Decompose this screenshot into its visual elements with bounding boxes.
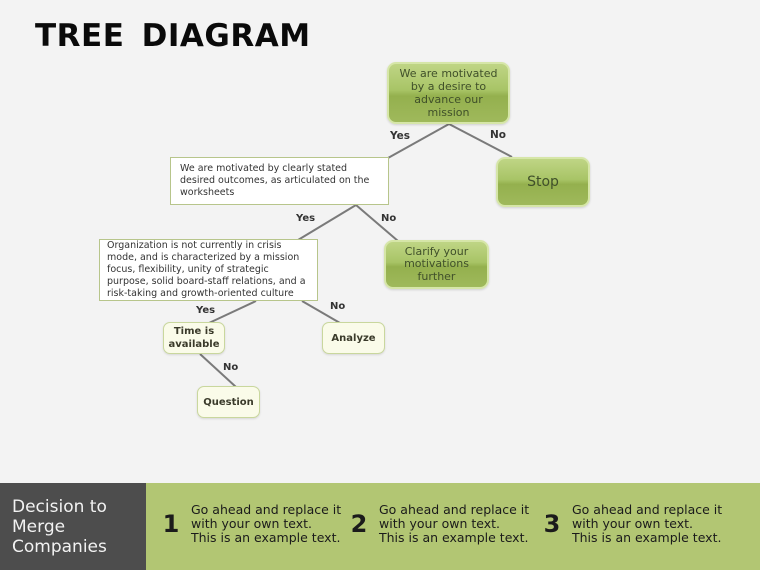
node-root-label: We are motivated by a desire to advance …	[399, 67, 498, 119]
node-stop-label: Stop	[527, 174, 559, 190]
edge-label-root-no: No	[490, 129, 507, 141]
footer-heading: Decision to Merge Companies	[0, 483, 146, 570]
node-organization: Organization is not currently in crisis …	[99, 239, 318, 301]
footer-step-3: 3 Go ahead and replace it with your own …	[539, 502, 723, 545]
node-outcomes: We are motivated by clearly stated desir…	[170, 157, 389, 205]
edge-org-yes	[208, 300, 257, 324]
edge-label-outcomes-no: No	[381, 213, 397, 224]
node-root: We are motivated by a desire to advance …	[387, 62, 510, 124]
edge-time-no	[199, 353, 237, 388]
edge-outcomes-yes	[297, 204, 357, 241]
node-analyze-label: Analyze	[331, 332, 376, 344]
step-number: 2	[350, 510, 368, 538]
node-time-label: Time is available	[168, 326, 220, 350]
node-analyze: Analyze	[322, 322, 385, 354]
node-organization-label: Organization is not currently in crisis …	[107, 240, 306, 299]
edge-root-no	[448, 123, 513, 158]
node-stop: Stop	[496, 157, 590, 207]
edge-label-org-no: No	[330, 301, 346, 312]
footer-step-1: 1 Go ahead and replace it with your own …	[158, 502, 342, 545]
step-number: 1	[162, 510, 180, 538]
footer-step-2: 2 Go ahead and replace it with your own …	[346, 502, 530, 545]
edge-label-time-no: No	[223, 362, 239, 373]
node-clarify-label: Clarify your motivations further	[404, 244, 469, 283]
edge-outcomes-no	[355, 204, 399, 242]
edge-label-outcomes-yes: Yes	[296, 213, 316, 224]
node-time: Time is available	[163, 322, 225, 354]
connector-lines	[199, 123, 513, 388]
step-text: Go ahead and replace it with your own te…	[572, 502, 723, 545]
footer-steps: 1 Go ahead and replace it with your own …	[146, 483, 760, 570]
edge-label-org-yes: Yes	[196, 305, 216, 316]
step-number: 3	[543, 510, 561, 538]
edge-root-yes	[387, 123, 450, 159]
edge-org-no	[301, 300, 341, 324]
node-outcomes-label: We are motivated by clearly stated desir…	[180, 163, 370, 198]
step-text: Go ahead and replace it with your own te…	[191, 502, 342, 545]
step-text: Go ahead and replace it with your own te…	[379, 502, 530, 545]
node-clarify: Clarify your motivations further	[384, 240, 489, 289]
page-title: TREE DIAGRAM	[35, 18, 311, 54]
edge-label-root-yes: Yes	[390, 130, 411, 142]
node-question: Question	[197, 386, 260, 418]
node-question-label: Question	[203, 396, 254, 408]
footer-bar: Decision to Merge Companies 1 Go ahead a…	[0, 483, 760, 570]
